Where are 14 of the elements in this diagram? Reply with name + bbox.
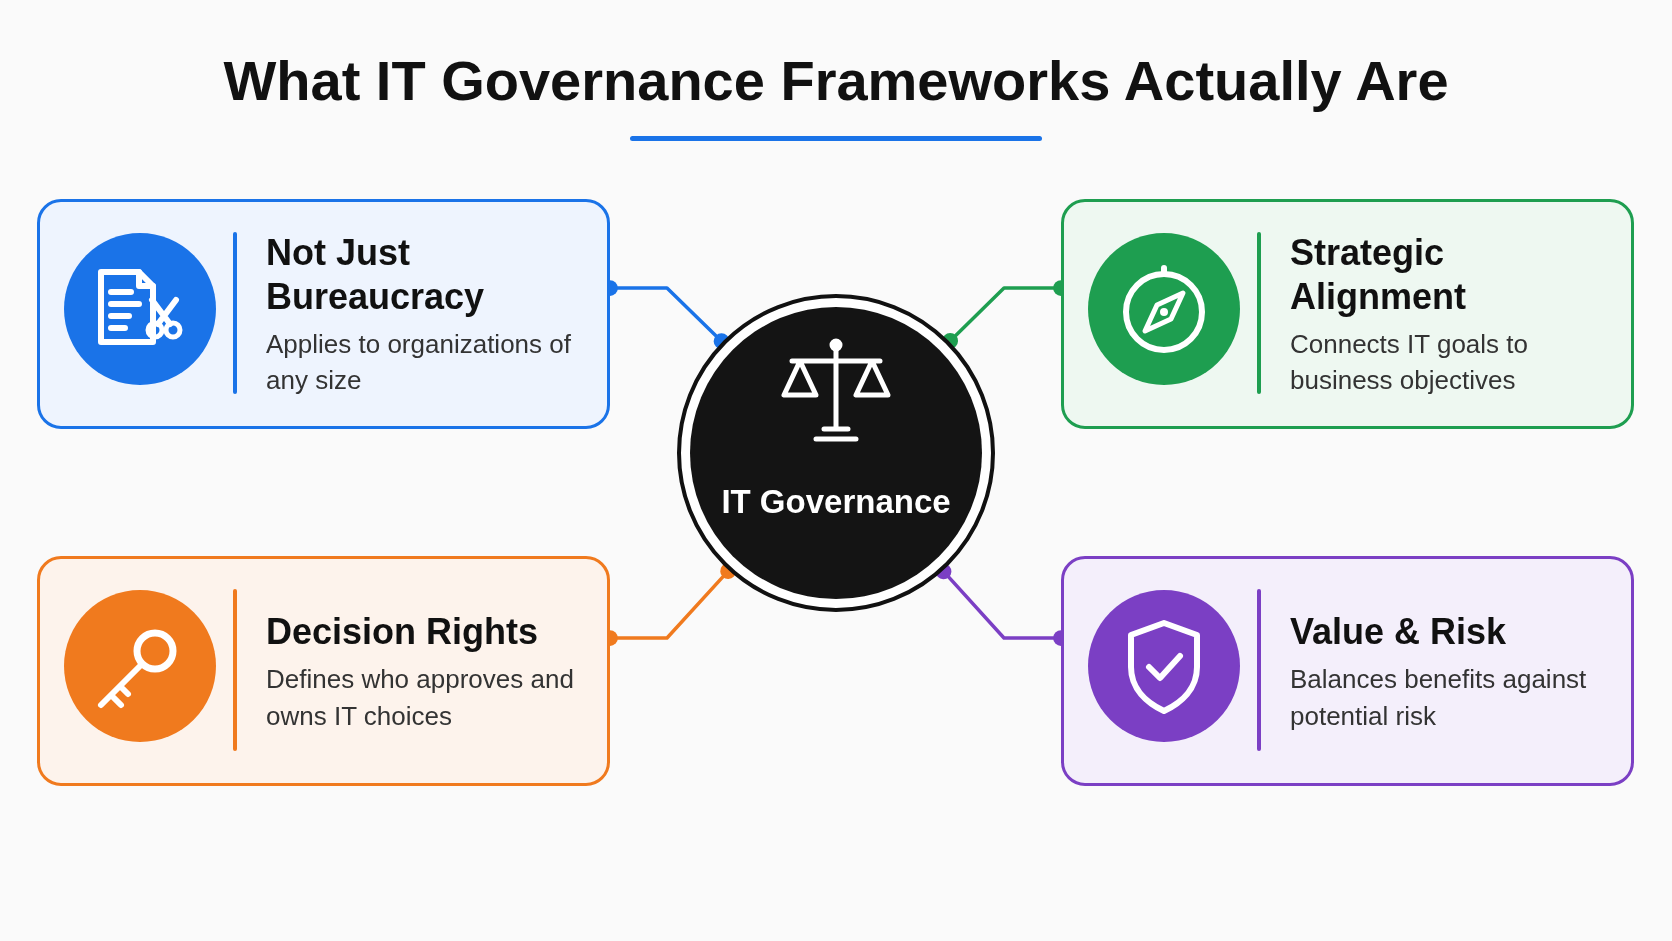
node-label: IT Governance [720, 483, 952, 521]
card-heading: Strategic Alignment [1290, 231, 1467, 318]
card-heading: Not Just Bureaucracy [266, 231, 486, 318]
card-description: Connects IT goals to business objectives [1290, 327, 1529, 398]
card-description: Defines who approves and owns IT choices [266, 663, 575, 733]
info-card [37, 199, 610, 429]
title: What IT Governance Frameworks Actually Are [222, 48, 1450, 113]
card-heading: Decision Rights [266, 610, 540, 654]
card-description: Applies to organizations of any size [266, 327, 572, 398]
card-description: Balances benefits against potential risk [1290, 663, 1588, 733]
card-heading: Value & Risk [1290, 610, 1508, 654]
info-card [1061, 556, 1634, 786]
info-card [1061, 199, 1634, 429]
info-card [37, 556, 610, 786]
